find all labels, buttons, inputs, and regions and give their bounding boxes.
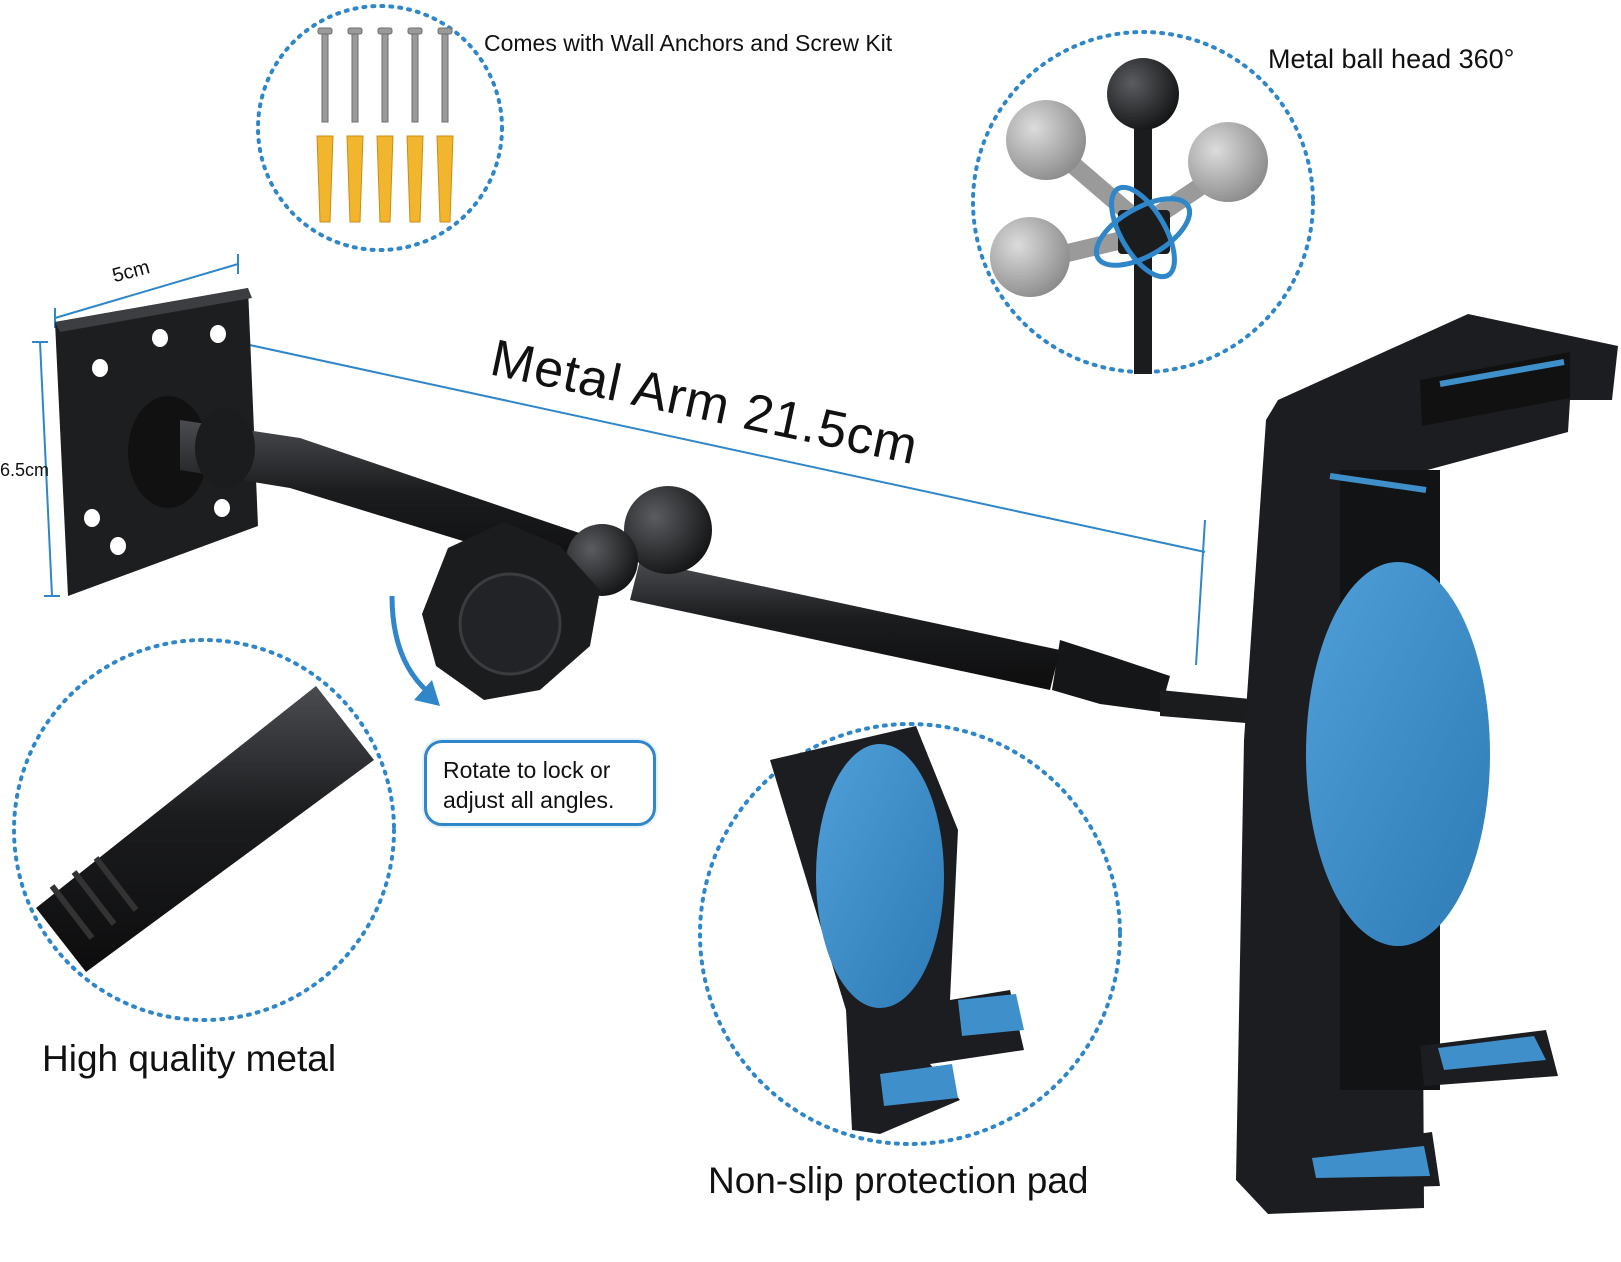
screw-kit-label: Comes with Wall Anchors and Screw Kit (484, 30, 893, 56)
rotate-tip-bubble: Rotate to lock or adjust all angles. (424, 740, 656, 826)
rotate-tip-text: Rotate to lock or adjust all angles. (443, 757, 615, 813)
curved-arrow-icon (389, 595, 430, 694)
metal-arm (180, 408, 1260, 724)
ball-head-label: Metal ball head 360° (1268, 44, 1515, 74)
wall-anchors-icon (316, 135, 454, 223)
screw-kit-inset (256, 4, 504, 252)
ball-head-icon (1107, 58, 1179, 130)
protection-pad-label: Non-slip protection pad (708, 1160, 1089, 1201)
lock-knob (422, 522, 600, 700)
screws-icon (317, 27, 453, 123)
protection-pad-inset (698, 722, 1122, 1146)
wall-plate (55, 288, 258, 596)
tablet-holder (1236, 314, 1618, 1214)
rotation-arrows-icon (1093, 184, 1193, 280)
metal-quality-inset (12, 638, 396, 1022)
metal-quality-label: High quality metal (42, 1038, 337, 1079)
curved-arrow-head (414, 680, 440, 706)
ball-head-inset (971, 30, 1315, 374)
plate-height-label: 6.5cm (0, 460, 50, 480)
suction-pad (1306, 562, 1490, 946)
dimension-lines (32, 254, 1206, 666)
